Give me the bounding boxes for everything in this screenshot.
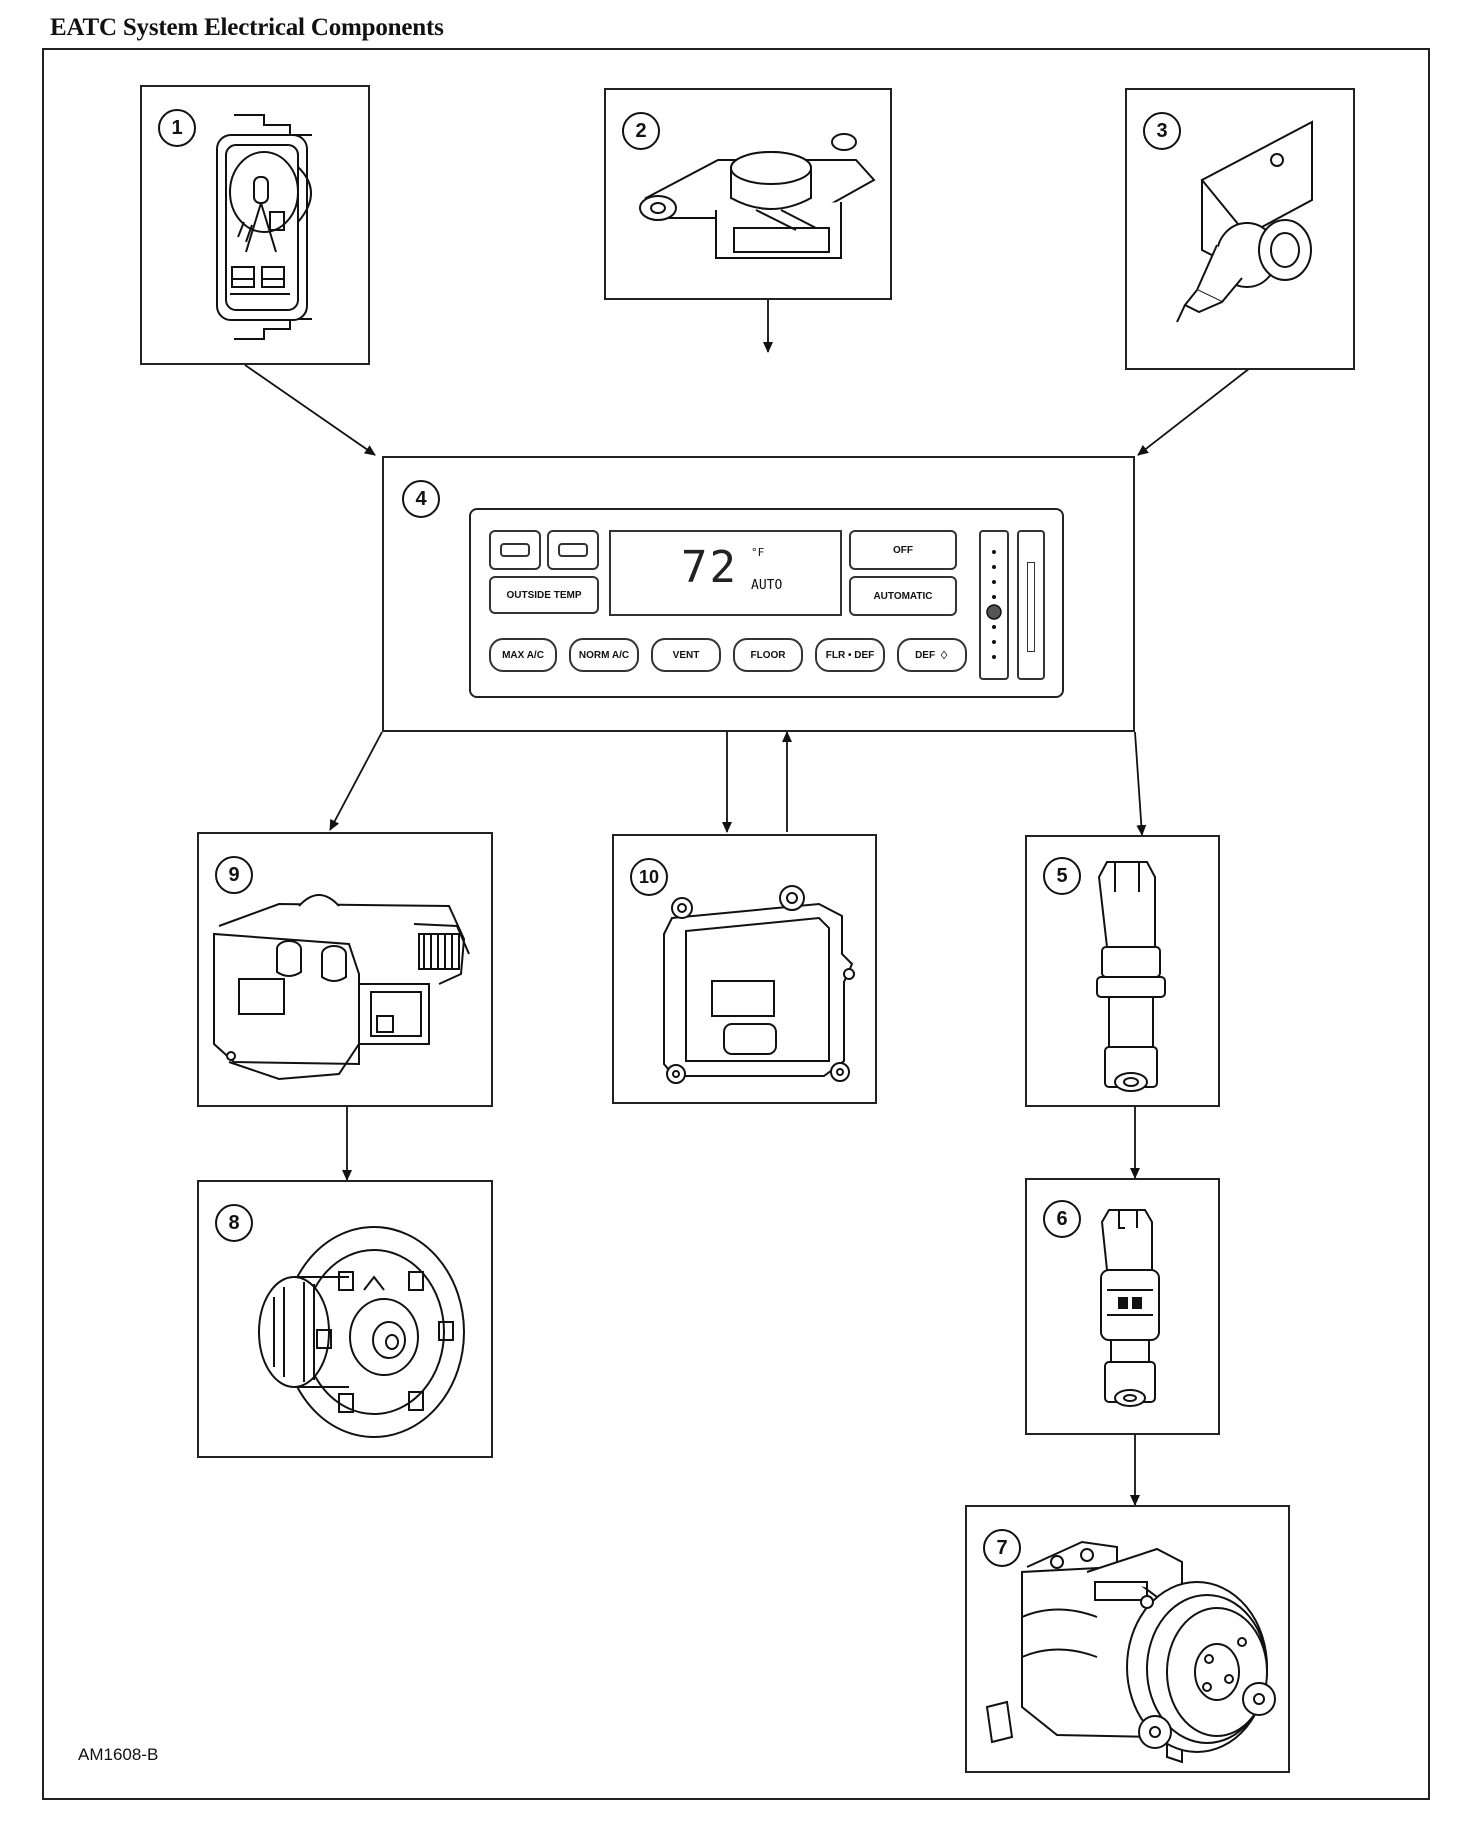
pressure-switch-illustration	[1096, 861, 1166, 1092]
preset-button-right[interactable]	[547, 530, 599, 570]
component-box-2: 2	[604, 88, 892, 300]
preset-icon	[500, 543, 530, 557]
component-box-1: 1	[140, 85, 370, 365]
component-number-1: 1	[158, 109, 196, 147]
defrost-button[interactable]: DEF ♢	[897, 638, 967, 672]
blower-motor-illustration	[258, 1226, 465, 1438]
component-number-9: 9	[215, 856, 253, 894]
norm-ac-button[interactable]: NORM A/C	[569, 638, 639, 672]
figure-reference-code: AM1608-B	[78, 1745, 159, 1764]
component-number-6: 6	[1043, 1200, 1081, 1238]
component-box-3: 3	[1125, 88, 1355, 370]
preset-button-left[interactable]	[489, 530, 541, 570]
outside-temp-button[interactable]: OUTSIDE TEMP	[489, 576, 599, 614]
actuator-illustration	[213, 894, 470, 1081]
component-number-10: 10	[630, 858, 668, 896]
floor-defrost-button[interactable]: FLR • DEF	[815, 638, 885, 672]
component-box-10: 10	[612, 834, 877, 1104]
temperature-slider[interactable]	[1017, 530, 1045, 680]
sensor-illustration	[639, 133, 876, 259]
component-number-4: 4	[402, 480, 440, 518]
fan-speed-slider[interactable]	[979, 530, 1009, 680]
display-temperature: 72	[681, 542, 738, 593]
page-title: EATC System Electrical Components	[50, 14, 444, 41]
off-button[interactable]: OFF	[849, 530, 957, 570]
sensor-illustration	[1176, 120, 1313, 323]
component-number-5: 5	[1043, 857, 1081, 895]
temperature-display: 72 °F AUTO	[609, 530, 842, 616]
arrow-1-to-4	[244, 364, 376, 456]
component-number-7: 7	[983, 1529, 1021, 1567]
control-panel-bezel: OUTSIDE TEMP 72 °F AUTO OFF AUTOMATIC MA…	[469, 508, 1064, 698]
fan-speed-ticks	[986, 550, 1002, 659]
max-ac-button[interactable]: MAX A/C	[489, 638, 557, 672]
component-box-8: 8	[197, 1180, 493, 1458]
vent-button[interactable]: VENT	[651, 638, 721, 672]
display-unit: °F	[751, 546, 765, 559]
component-box-9: 9	[197, 832, 493, 1107]
component-number-8: 8	[215, 1204, 253, 1242]
preset-icon	[558, 543, 588, 557]
defrost-icon: ♢	[939, 649, 949, 662]
component-number-3: 3	[1143, 112, 1181, 150]
sensor-illustration	[216, 114, 312, 340]
component-box-5: 5	[1025, 835, 1220, 1107]
component-box-4: 4 OUTSIDE TEMP 72 °F AUTO OFF AUTOMATIC …	[382, 456, 1135, 732]
arrow-4-to-5	[1134, 731, 1147, 836]
compressor-illustration	[985, 1540, 1276, 1764]
component-number-2: 2	[622, 112, 660, 150]
display-mode: AUTO	[751, 578, 783, 593]
component-box-7: 7	[965, 1505, 1290, 1773]
automatic-button[interactable]: AUTOMATIC	[849, 576, 957, 616]
arrow-4-to-9	[329, 731, 383, 831]
component-box-6: 6	[1025, 1178, 1220, 1435]
arrow-3-to-4	[1137, 367, 1251, 456]
defrost-label: DEF	[915, 649, 936, 661]
pressure-switch-illustration	[1100, 1209, 1160, 1407]
actuator-illustration	[663, 885, 855, 1084]
temperature-slider-track	[1027, 562, 1035, 652]
diagram-frame	[42, 48, 1430, 1800]
floor-button[interactable]: FLOOR	[733, 638, 803, 672]
fan-speed-knob	[986, 604, 1002, 620]
